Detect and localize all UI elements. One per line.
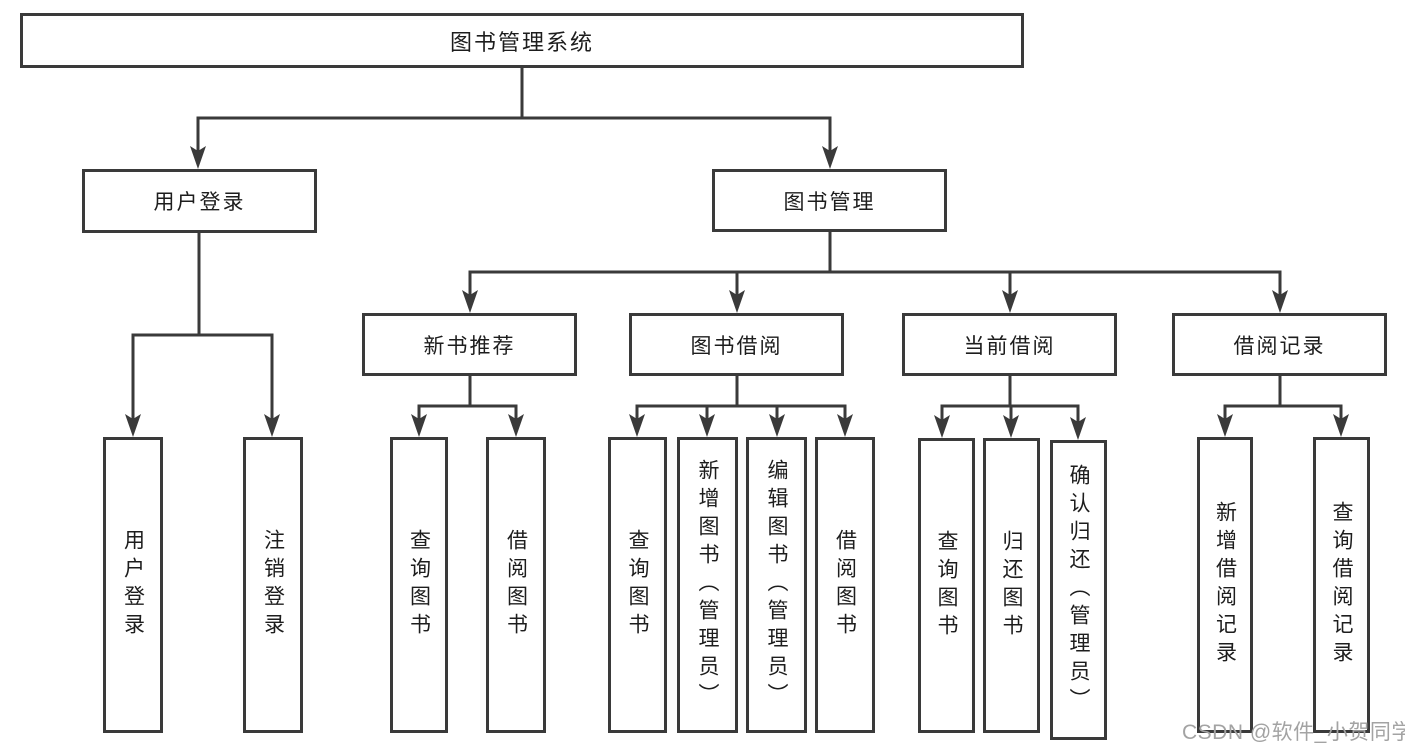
leaf-recommend-query-book-label: 查询图书 xyxy=(407,529,431,641)
leaf-recommend-borrow-book-label: 借阅图书 xyxy=(504,529,528,641)
leaf-add-book-admin: 新增图书（管理员） xyxy=(677,437,738,733)
leaf-user-login: 用户登录 xyxy=(103,437,163,733)
node-book-management: 图书管理 xyxy=(712,169,947,232)
leaf-query-borrow-record-label: 查询借阅记录 xyxy=(1330,501,1353,669)
leaf-current-query-book-label: 查询图书 xyxy=(935,529,958,642)
leaf-return-book-label: 归还图书 xyxy=(1000,529,1023,642)
leaf-recommend-query-book: 查询图书 xyxy=(390,437,448,733)
node-current-borrowing: 当前借阅 xyxy=(902,313,1117,376)
node-user-login-label: 用户登录 xyxy=(153,191,246,214)
leaf-add-borrow-record: 新增借阅记录 xyxy=(1197,437,1253,733)
leaf-return-book: 归还图书 xyxy=(983,438,1040,733)
leaf-borrowing-borrow-book-label: 借阅图书 xyxy=(833,529,857,641)
leaf-logout: 注销登录 xyxy=(243,437,303,733)
leaf-query-borrow-record: 查询借阅记录 xyxy=(1313,437,1370,733)
leaf-borrowing-query-book-label: 查询图书 xyxy=(626,529,649,641)
leaf-current-query-book: 查询图书 xyxy=(918,438,975,733)
leaf-edit-book-admin: 编辑图书（管理员） xyxy=(746,437,807,733)
node-book-management-label: 图书管理 xyxy=(783,190,876,214)
arrowheads xyxy=(125,146,1349,440)
csdn-watermark: CSDN @软件_小贺同学 xyxy=(1182,721,1405,744)
leaf-add-book-admin-label: 新增图书（管理员） xyxy=(696,459,719,711)
node-new-book-recommend: 新书推荐 xyxy=(362,313,577,376)
leaf-edit-book-admin-label: 编辑图书（管理员） xyxy=(765,459,788,711)
leaf-confirm-return-admin-label: 确认归还（管理员） xyxy=(1067,464,1090,716)
node-current-borrowing-label: 当前借阅 xyxy=(963,334,1056,358)
leaf-confirm-return-admin: 确认归还（管理员） xyxy=(1050,440,1107,740)
leaf-add-borrow-record-label: 新增借阅记录 xyxy=(1213,501,1237,669)
leaf-user-login-label: 用户登录 xyxy=(121,529,145,641)
leaf-recommend-borrow-book: 借阅图书 xyxy=(486,437,546,733)
node-borrowing-records-label: 借阅记录 xyxy=(1233,334,1326,358)
node-library-system: 图书管理系统 xyxy=(20,13,1024,68)
node-user-login: 用户登录 xyxy=(82,169,317,233)
node-library-system-label: 图书管理系统 xyxy=(449,29,594,55)
node-borrowing-records: 借阅记录 xyxy=(1172,313,1387,376)
leaf-borrowing-borrow-book: 借阅图书 xyxy=(815,437,875,733)
node-book-borrowing-label: 图书借阅 xyxy=(690,334,783,358)
connector-lines xyxy=(131,68,1343,424)
leaf-borrowing-query-book: 查询图书 xyxy=(608,437,667,733)
node-new-book-recommend-label: 新书推荐 xyxy=(423,334,516,358)
leaf-logout-label: 注销登录 xyxy=(261,529,285,641)
node-book-borrowing: 图书借阅 xyxy=(629,313,844,376)
